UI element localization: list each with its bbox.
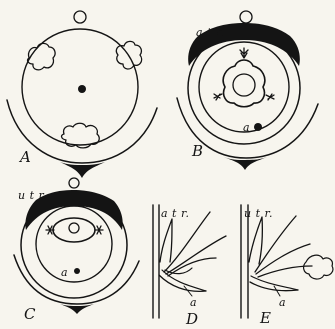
panel-a: A (7, 11, 157, 178)
panel-b-label-atr: a t r. (196, 26, 225, 39)
panel-a-lobe-left (28, 43, 55, 69)
panel-b-center-ring (233, 74, 255, 96)
panel-a-center-dot (78, 85, 86, 93)
panel-a-axis-circle (74, 11, 86, 23)
panel-b-trilobed-flower (223, 60, 265, 107)
panel-c: u t r. a C (14, 178, 139, 323)
panel-c-label-a: a (61, 266, 68, 279)
panel-a-label: A (18, 148, 31, 166)
panel-d-label-atr: a t r. (161, 207, 190, 220)
panel-c-flower-ellipse (53, 218, 95, 242)
panel-b-star-right (266, 94, 274, 100)
panel-c-letter: C (24, 305, 36, 323)
panel-c-bract-base (60, 304, 94, 314)
panel-e-label-utr: u t r. (244, 207, 273, 220)
panel-a-bract-base (60, 162, 105, 178)
panel-b-star-top (240, 48, 248, 58)
panel-e-pedicel-1 (255, 216, 296, 272)
panel-d-letter: D (185, 310, 198, 328)
panel-b: a t r. a B (177, 11, 318, 170)
panel-e: u t r. a E (241, 205, 333, 327)
panel-b-bract-base (224, 157, 267, 170)
panel-c-star-right (95, 226, 103, 234)
panel-c-axis-dot (74, 268, 80, 274)
panel-c-center-ring (69, 223, 79, 233)
panel-e-bracteole (249, 217, 262, 264)
panel-b-axis-circle (240, 11, 252, 23)
panel-b-axis-dot (254, 123, 262, 131)
panel-d: a t r. a D (153, 205, 226, 328)
panel-b-label-a: a (243, 121, 250, 134)
panel-c-label-utr: u t r. (18, 189, 47, 202)
panel-d-pedicel-2 (166, 236, 226, 274)
panel-c-axis-circle (69, 178, 79, 188)
panel-e-flower-cluster (304, 255, 333, 279)
panel-e-lower-bract-inner (251, 276, 298, 290)
panel-e-label-a: a (279, 296, 286, 309)
panel-e-letter: E (259, 309, 271, 327)
panel-d-bracteole (160, 219, 172, 262)
panel-c-outer-arc (14, 255, 139, 304)
panel-b-letter: B (191, 142, 203, 160)
panel-b-star-left (214, 94, 222, 100)
panel-a-lobe-bottom (62, 123, 100, 148)
panel-d-label-a: a (190, 296, 197, 309)
